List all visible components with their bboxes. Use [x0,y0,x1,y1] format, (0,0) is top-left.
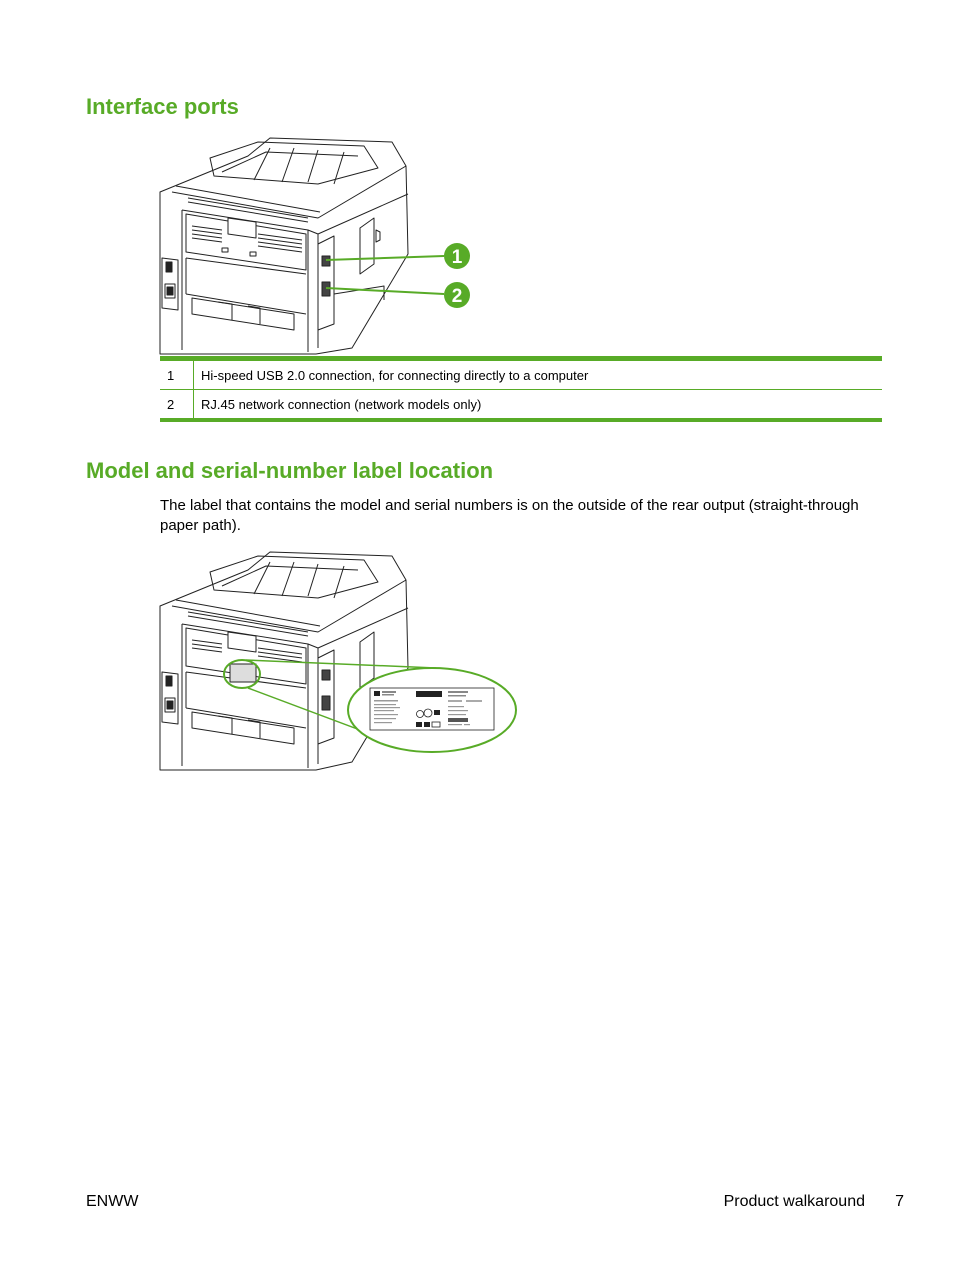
port-description: RJ.45 network connection (network models… [201,396,482,412]
table-row: 1 Hi-speed USB 2.0 connection, for conne… [160,358,882,390]
serial-label-illustration [369,687,495,731]
svg-text:2: 2 [452,286,463,307]
port-number: 1 [160,358,194,390]
ports-table: 1 Hi-speed USB 2.0 connection, for conne… [160,356,882,422]
label-location-description: The label that contains the model and se… [160,497,859,534]
svg-text:1: 1 [452,247,463,268]
printer-rear-label-illustration [159,551,517,771]
port-number: 2 [160,389,194,420]
table-row: 2 RJ.45 network connection (network mode… [160,389,882,420]
printer-rear-ports-illustration: 1 2 [159,137,470,355]
page-number: 7 [895,1193,904,1210]
callout-badge-2: 2 [444,282,470,308]
footer-left: ENWW [86,1193,139,1210]
label-highlight-circle [223,659,261,689]
port-description: Hi-speed USB 2.0 connection, for connect… [193,358,882,390]
footer-section-name: Product walkaround [723,1193,865,1210]
section-title-interface-ports: Interface ports [86,94,239,119]
callout-badge-1: 1 [444,243,470,269]
section-title-label-location: Model and serial-number label location [86,458,494,483]
